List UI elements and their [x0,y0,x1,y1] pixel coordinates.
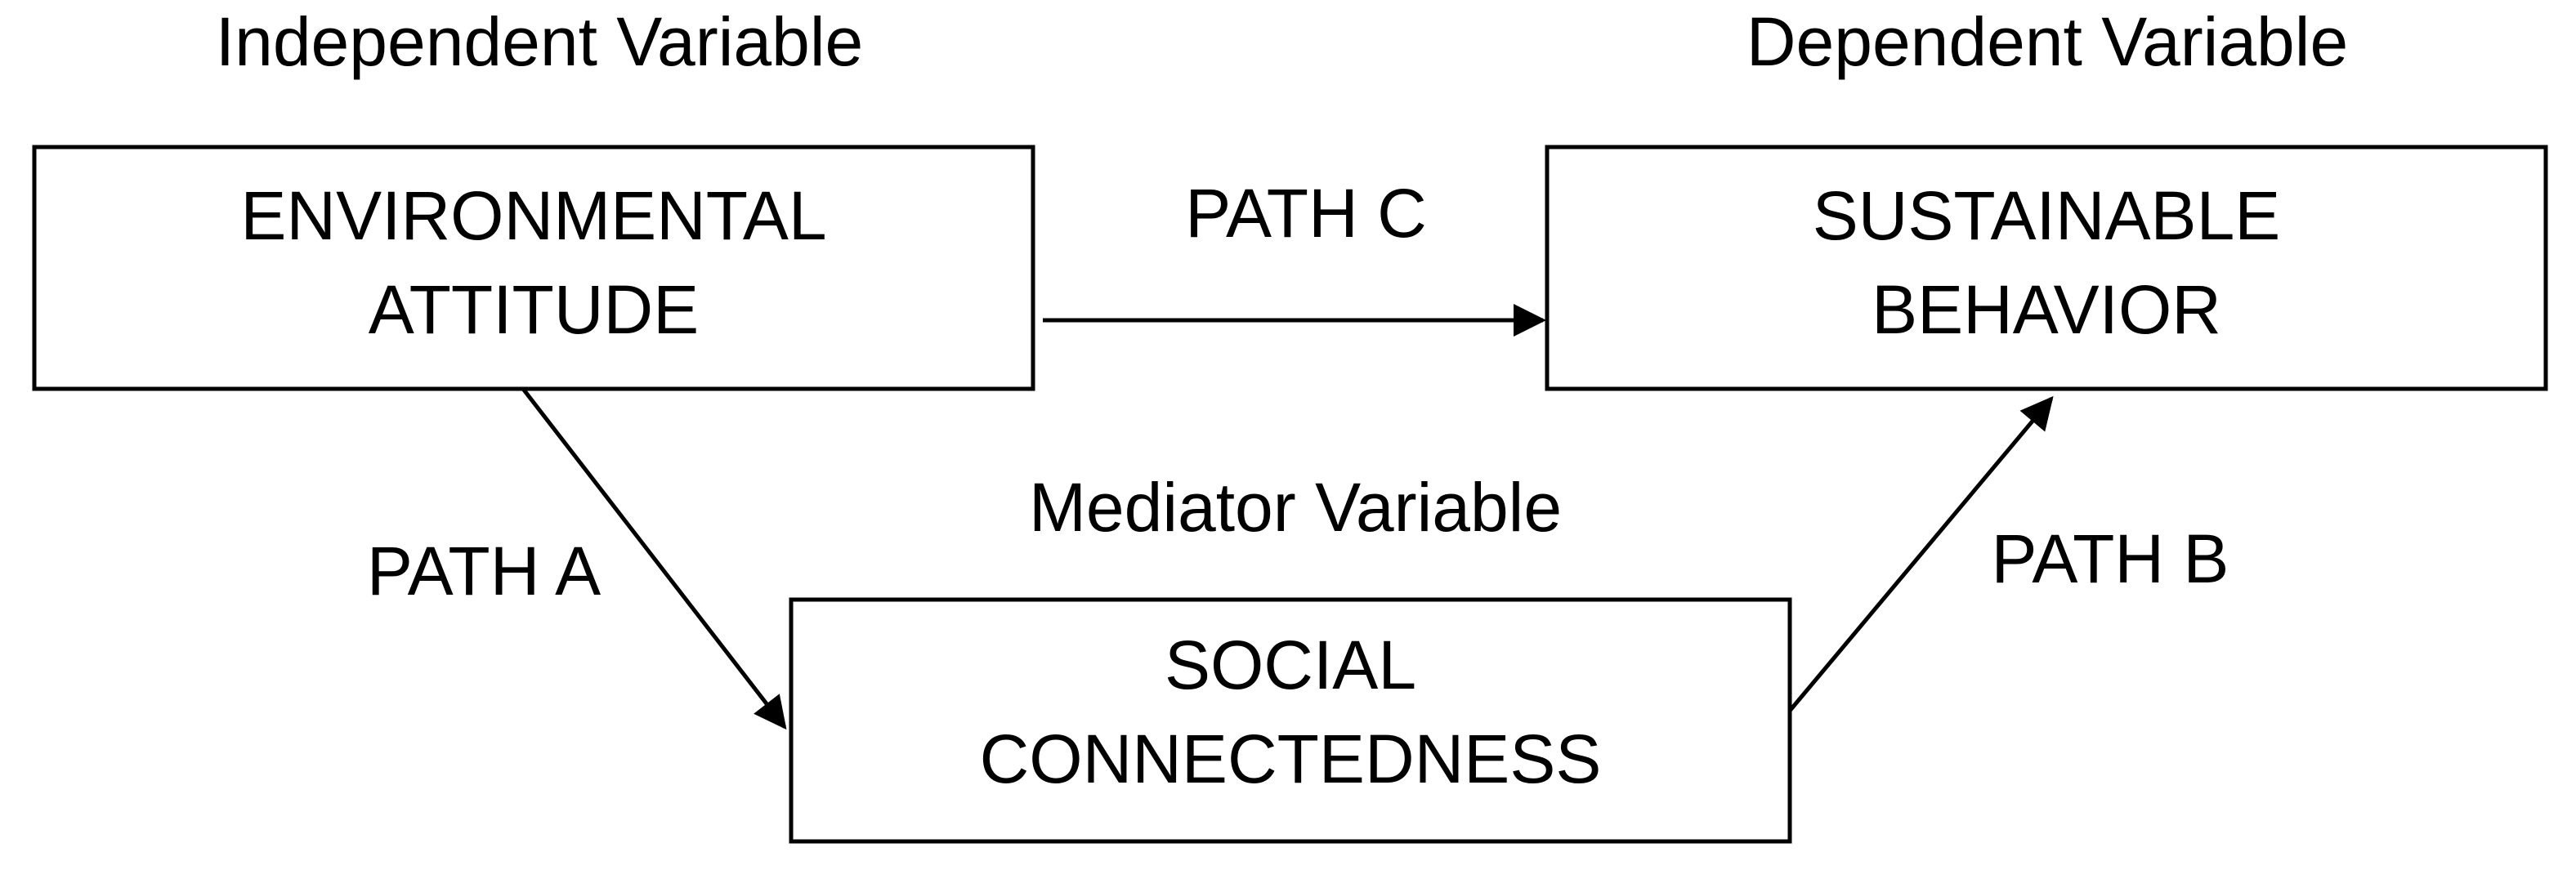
independent-variable-heading: Independent Variable [216,3,863,80]
path-b-label: PATH B [1992,520,2229,597]
dependent-variable-box: SUSTAINABLE BEHAVIOR [1545,145,2548,391]
mediator-variable-box: SOCIAL CONNECTEDNESS [789,597,1792,844]
path-a-label: PATH A [367,533,601,609]
dependent-variable-line1: SUSTAINABLE [1813,177,2281,254]
path-c-label: PATH C [1185,175,1427,252]
dependent-variable-line2: BEHAVIOR [1872,271,2221,348]
path-a-arrow [521,387,787,730]
mediator-variable-heading: Mediator Variable [1029,469,1562,546]
mediator-variable-line2: CONNECTEDNESS [980,721,1602,797]
mediator-variable-line1: SOCIAL [1165,627,1416,703]
independent-variable-line2: ATTITUDE [369,271,699,348]
path-b-arrow [1788,395,2054,712]
independent-variable-line1: ENVIRONMENTAL [240,177,826,254]
dependent-variable-heading: Dependent Variable [1746,3,2348,80]
independent-variable-box: ENVIRONMENTAL ATTITUDE [32,145,1035,391]
